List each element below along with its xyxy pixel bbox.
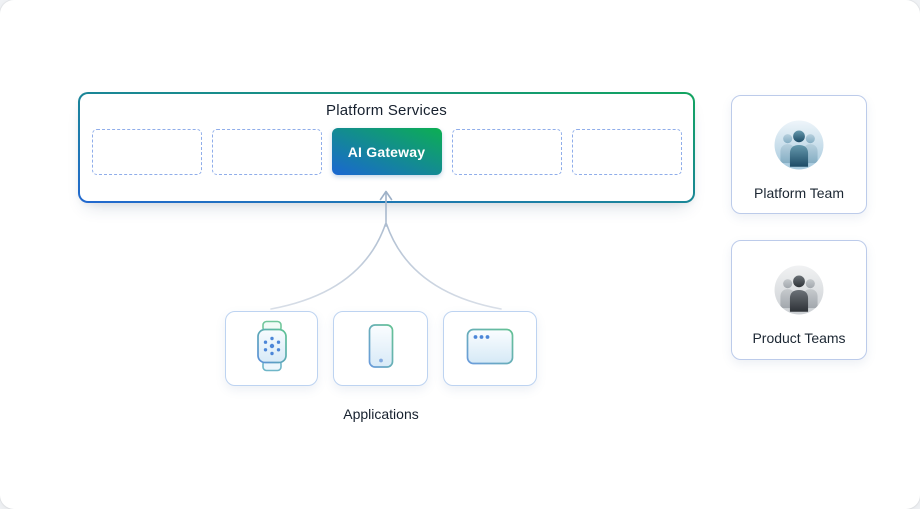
app-card-browser [443,311,537,386]
platform-services-inner: Platform Services AI Gateway [80,94,693,201]
service-slot-empty-3 [451,128,562,175]
service-slot-empty-4 [571,128,682,175]
ai-gateway-label: AI Gateway [347,143,426,160]
app-card-watch [225,311,318,386]
platform-services-box: Platform Services AI Gateway [78,92,695,203]
applications-label: Applications [343,406,419,422]
app-card-phone [333,311,428,386]
team-people-icon [770,261,828,324]
smartwatch-icon [244,318,300,379]
browser-window-icon [462,318,518,379]
service-slot-empty-2 [211,128,322,175]
team-card-label: Platform Team [754,185,844,201]
phone-icon [353,318,409,379]
team-card-platform: Platform Team [731,95,867,214]
platform-services-title: Platform Services [326,102,447,119]
team-card-product: Product Teams [731,240,867,360]
team-people-icon [770,116,828,179]
team-card-label: Product Teams [752,330,846,346]
ai-gateway-chip: AI Gateway [331,128,442,175]
service-slot-empty-1 [91,128,202,175]
service-slot-row: AI Gateway [80,128,693,175]
